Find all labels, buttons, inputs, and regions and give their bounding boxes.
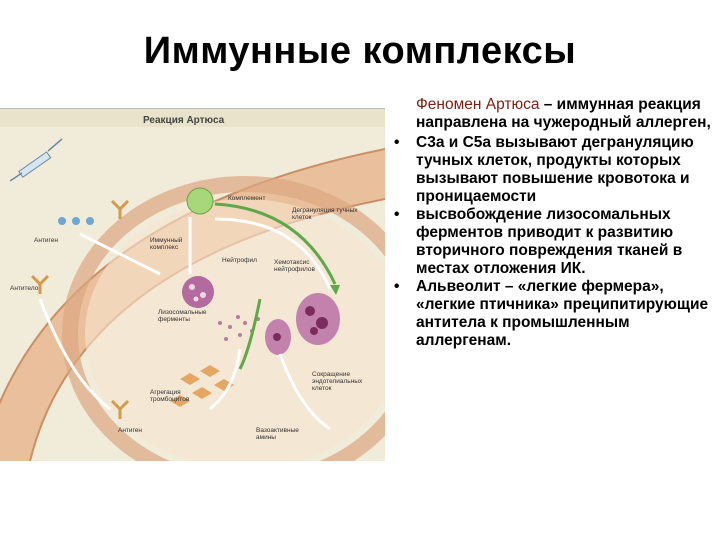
label-vasoactive: Вазоактивные амины <box>256 427 312 441</box>
label-antibody-left: Антитело <box>10 285 38 292</box>
label-immune-complex: Иммунный комплекс <box>150 237 200 251</box>
arthus-reaction-figure: Реакция Артюса Антиген Иммунный комплекс… <box>0 108 385 461</box>
list-item: •Альвеолит – «легкие фермера», «легкие п… <box>392 278 718 350</box>
slide-title: Иммунные комплексы <box>0 30 720 73</box>
label-antigen-top: Антиген <box>34 237 58 244</box>
text-column: Феномен Артюса – иммунная реакция направ… <box>392 96 718 350</box>
bullet-icon: • <box>394 206 399 224</box>
label-lysosomal: Лизосомальные ферменты <box>158 309 206 323</box>
phenomenon-term: Феномен Артюса <box>416 96 539 113</box>
label-neutrophil: Нейтрофил <box>222 257 257 264</box>
intro-paragraph: Феномен Артюса – иммунная реакция направ… <box>392 96 718 132</box>
label-chemotaxis: Хемотаксис нейтрофилов <box>274 259 334 273</box>
label-antigen-bottom: Антиген <box>118 427 142 434</box>
bullet-icon: • <box>394 134 399 152</box>
bullet-icon: • <box>394 278 399 296</box>
bullet-list: •С3а и С5а вызывают дегрануляцию тучных … <box>392 134 718 350</box>
label-mast-degranulation: Дегрануляция тучных клеток <box>292 207 362 221</box>
syringe-icon <box>10 139 62 181</box>
figure-heading: Реакция Артюса <box>143 115 224 126</box>
label-platelet-aggregation: Агрегация тромбоцитов <box>150 389 200 403</box>
label-complement: Комплемент <box>228 195 265 202</box>
list-item: •высвобождение лизосомальных ферментов п… <box>392 206 718 278</box>
arthus-diagram <box>0 109 385 461</box>
label-endothelium: Сокращение эндотелиальных клеток <box>312 371 378 392</box>
list-item: •С3а и С5а вызывают дегрануляцию тучных … <box>392 134 718 206</box>
